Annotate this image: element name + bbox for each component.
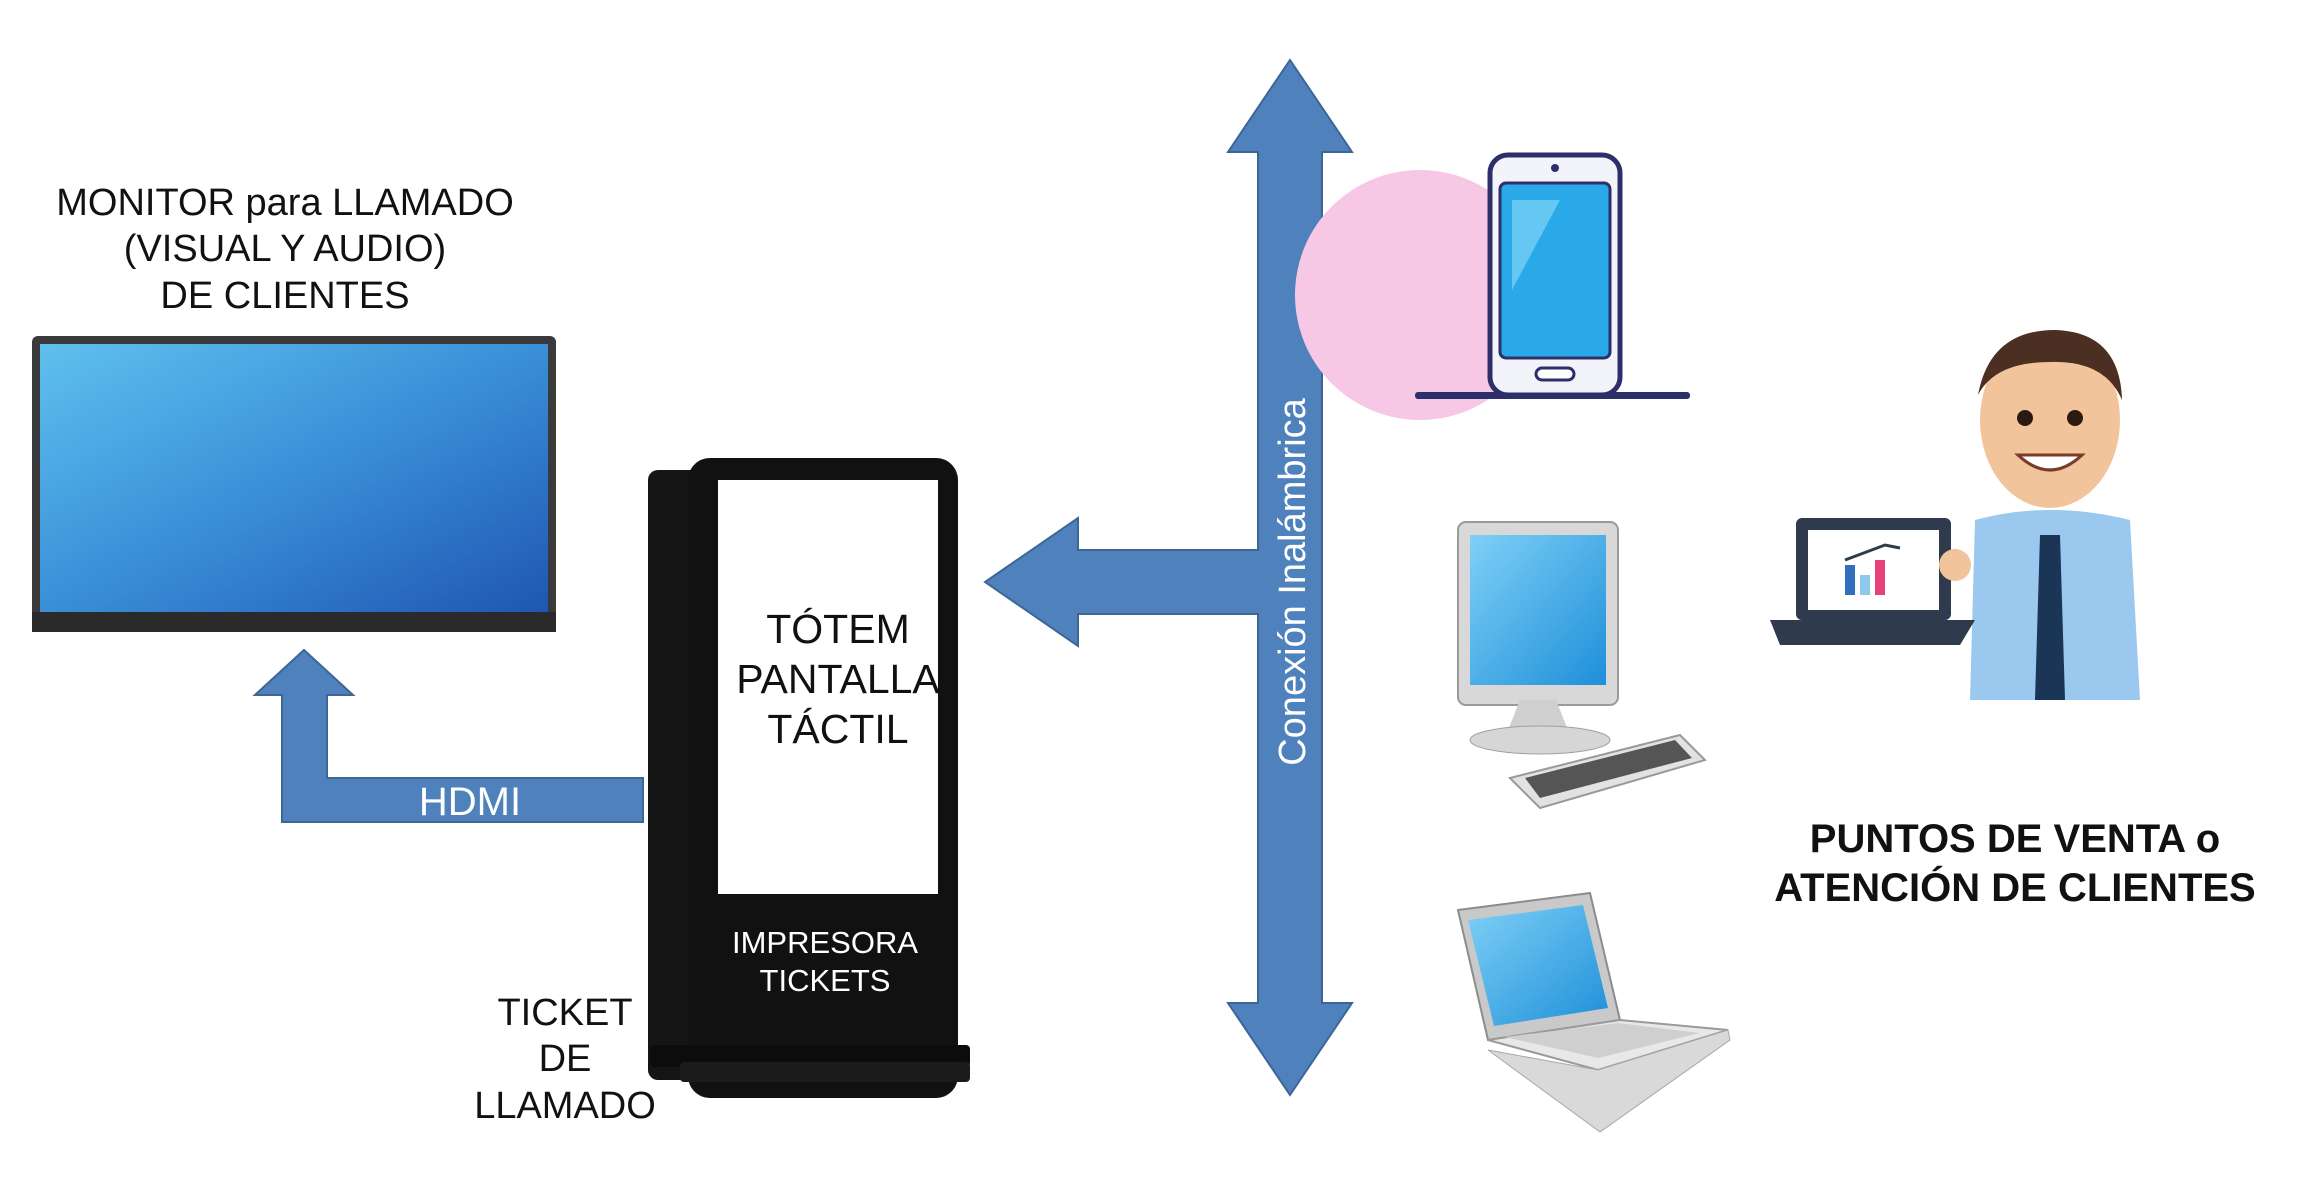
monitor-caption-line: MONITOR para LLAMADO: [56, 182, 514, 224]
hdmi-label: HDMI: [418, 780, 522, 824]
monitor-icon: [32, 336, 556, 632]
kiosk-totem-icon: [648, 458, 970, 1098]
printer-label-line: IMPRESORA: [731, 925, 919, 960]
monitor-caption-line: DE CLIENTES: [160, 274, 410, 317]
wireless-label: Conexión Inalámbrica: [1272, 397, 1314, 765]
printer-label: IMPRESORA TICKETS: [705, 924, 945, 1000]
printer-label-line: TICKETS: [759, 962, 891, 998]
smartphone-icon: [1295, 152, 1690, 420]
monitor-caption: MONITOR para LLAMADO (VISUAL Y AUDIO) DE…: [20, 180, 550, 319]
ticket-caption-line: TICKET: [497, 992, 633, 1034]
wireless-connection-arrow: [983, 58, 1354, 1097]
desktop-computer-icon: [1457, 521, 1707, 810]
laptop-icon: [1456, 891, 1731, 1133]
sales-points-caption-line: PUNTOS DE VENTA o: [1809, 817, 2221, 861]
ticket-caption-line: DE: [538, 1038, 592, 1081]
sales-points-caption: PUNTOS DE VENTA o ATENCIÓN DE CLIENTES: [1720, 815, 2310, 913]
totem-screen-label-line: TÁCTIL: [767, 706, 909, 753]
salesperson-with-laptop-icon: [1770, 330, 2140, 700]
monitor-caption-line: (VISUAL Y AUDIO): [123, 228, 447, 271]
totem-screen-label: TÓTEM PANTALLA TÁCTIL: [718, 604, 958, 754]
hdmi-arrow: [252, 648, 644, 823]
sales-points-caption-line: ATENCIÓN DE CLIENTES: [1774, 865, 2256, 910]
totem-screen-label-line: PANTALLA: [736, 656, 940, 703]
ticket-caption-line: LLAMADO: [474, 1084, 656, 1127]
ticket-caption: TICKET DE LLAMADO: [450, 990, 680, 1129]
totem-screen-label-line: TÓTEM: [766, 606, 910, 652]
